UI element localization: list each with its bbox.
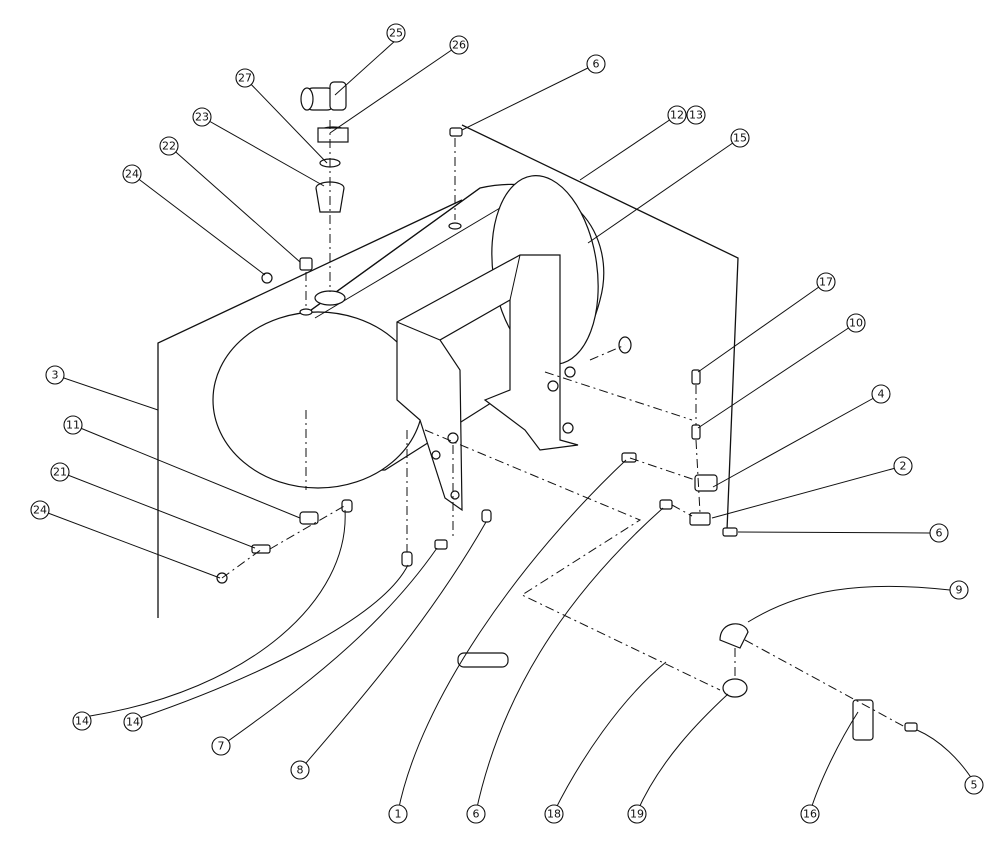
- svg-text:12: 12: [670, 109, 684, 122]
- callout-21: 21: [50, 462, 70, 482]
- callout-12: 12: [667, 105, 687, 125]
- callout-14-left: 14: [72, 711, 92, 731]
- callout-27: 27: [235, 68, 255, 88]
- mounting-plate-right: [461, 124, 739, 531]
- callout-8: 8: [290, 760, 310, 780]
- callout-18: 18: [544, 804, 564, 824]
- callout-7: 7: [211, 736, 231, 756]
- svg-text:14: 14: [126, 716, 140, 729]
- svg-text:22: 22: [162, 140, 176, 153]
- callout-10: 10: [846, 313, 866, 333]
- callout-3: 3: [45, 365, 65, 385]
- callout-23: 23: [192, 107, 212, 127]
- svg-text:13: 13: [689, 109, 703, 122]
- svg-text:8: 8: [297, 764, 304, 777]
- callout-13: 13: [686, 105, 706, 125]
- callout-6-top: 6: [586, 54, 606, 74]
- svg-text:10: 10: [849, 317, 863, 330]
- svg-text:11: 11: [66, 419, 80, 432]
- callout-24-left: 24: [30, 500, 50, 520]
- callout-19: 19: [627, 804, 647, 824]
- svg-text:3: 3: [52, 369, 59, 382]
- svg-text:6: 6: [593, 58, 600, 71]
- svg-text:16: 16: [803, 808, 817, 821]
- callout-14-mid: 14: [123, 712, 143, 732]
- callout-24-top: 24: [122, 164, 142, 184]
- svg-text:7: 7: [218, 740, 225, 753]
- svg-text:14: 14: [75, 715, 89, 728]
- svg-text:27: 27: [238, 72, 252, 85]
- filler-neck-assembly: [300, 81, 349, 306]
- callout-5: 5: [964, 775, 984, 795]
- svg-text:6: 6: [473, 808, 480, 821]
- svg-text:5: 5: [971, 779, 978, 792]
- callout-25: 25: [386, 23, 406, 43]
- callout-26: 26: [449, 35, 469, 55]
- saddle-bracket: [396, 254, 579, 512]
- svg-text:15: 15: [733, 132, 747, 145]
- svg-text:17: 17: [819, 276, 833, 289]
- svg-text:23: 23: [195, 111, 209, 124]
- callout-17: 17: [816, 272, 836, 292]
- svg-text:9: 9: [956, 584, 963, 597]
- svg-text:24: 24: [125, 168, 139, 181]
- svg-text:21: 21: [53, 466, 67, 479]
- callout-2: 2: [893, 456, 913, 476]
- callout-22: 22: [159, 136, 179, 156]
- callout-6-right: 6: [929, 523, 949, 543]
- callout-11: 11: [63, 415, 83, 435]
- callout-16: 16: [800, 804, 820, 824]
- assembly-paths: [221, 344, 906, 728]
- svg-text:18: 18: [547, 808, 561, 821]
- callout-6-bottom: 6: [466, 804, 486, 824]
- svg-text:4: 4: [878, 388, 885, 401]
- svg-text:19: 19: [630, 808, 644, 821]
- callout-15: 15: [730, 128, 750, 148]
- svg-text:24: 24: [33, 504, 47, 517]
- mounting-plate-left: [157, 199, 463, 618]
- fittings: [216, 127, 918, 741]
- leader-lines: [39, 39, 975, 813]
- callout-1: 1: [388, 804, 408, 824]
- svg-text:6: 6: [936, 527, 943, 540]
- svg-text:26: 26: [452, 39, 466, 52]
- svg-text:1: 1: [395, 808, 402, 821]
- svg-text:25: 25: [389, 27, 403, 40]
- callout-4: 4: [871, 384, 891, 404]
- svg-text:2: 2: [900, 460, 907, 473]
- callout-9: 9: [949, 580, 969, 600]
